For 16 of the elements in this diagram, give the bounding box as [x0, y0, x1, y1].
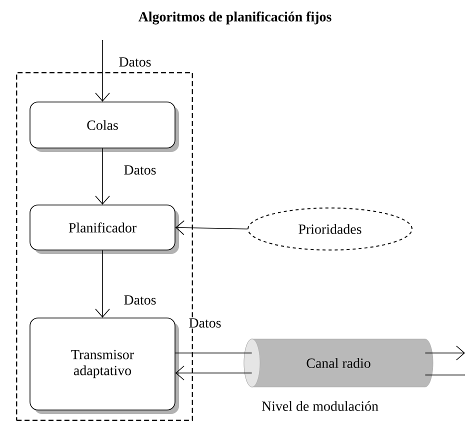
title: Algoritmos de planificación fijos — [138, 12, 332, 24]
arrow — [175, 366, 252, 380]
arrow — [95, 40, 110, 102]
arrow — [424, 346, 465, 360]
arrow — [175, 220, 248, 236]
arrow — [95, 250, 110, 318]
arrow — [95, 148, 110, 205]
edge-label: Datos — [188, 317, 222, 329]
process-box: Planificador — [30, 204, 179, 254]
edge-label: Datos — [118, 56, 152, 68]
process-box: Transmisor adaptativo — [30, 318, 179, 414]
cylinder: Canal radio — [244, 338, 434, 388]
edge-label: Datos — [122, 294, 158, 306]
edge-label: Nivel de modulación — [260, 400, 380, 412]
edge-label: Datos — [122, 164, 158, 176]
process-box: Colas — [30, 102, 179, 152]
